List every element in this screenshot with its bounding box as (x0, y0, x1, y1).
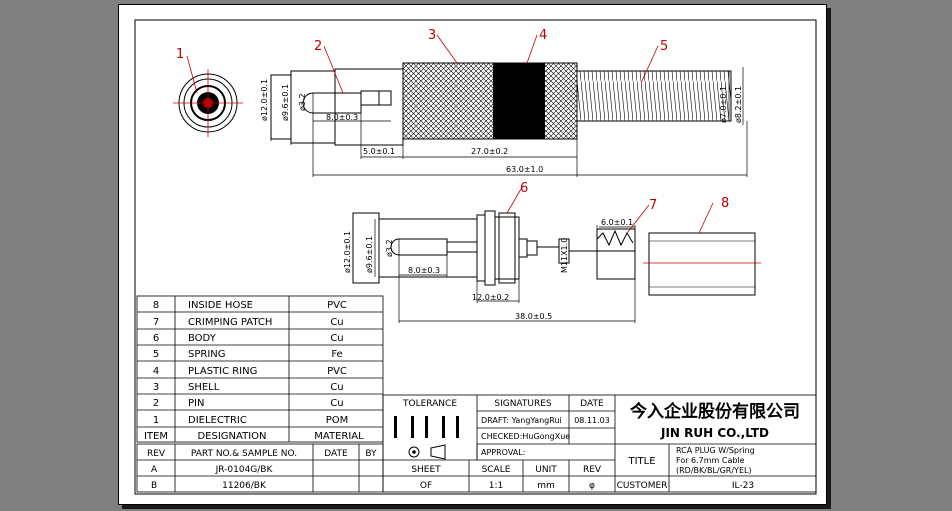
company-name-english: JIN RUH CO.,LTD (660, 426, 769, 440)
bom-name: BODY (188, 333, 217, 344)
rev-label: REV (583, 465, 602, 475)
checked-signature: CHECKED:HuGongXue (481, 432, 570, 441)
sheet-value: OF (420, 481, 432, 491)
bom-header-material: MATERIAL (314, 431, 364, 442)
dim-12mm: 12.0±0.2 (472, 293, 509, 302)
bom-material: Fe (331, 349, 342, 360)
top-dimensions (270, 67, 748, 177)
dim-27mm: 27.0±0.2 (471, 147, 508, 156)
callout-8: 8 (721, 196, 729, 211)
bom-item: 8 (153, 300, 159, 311)
bom-material: Cu (330, 382, 343, 393)
bom-material: PVC (327, 300, 347, 311)
bom-material: Cu (330, 317, 343, 328)
rev-row-rev: B (151, 481, 157, 491)
callout-leaders (186, 34, 714, 234)
plug-side-view (270, 62, 732, 146)
bom-header-item: ITEM (144, 431, 168, 442)
bom-name: PIN (188, 398, 204, 409)
rev-header-rev: REV (147, 449, 166, 459)
callout-6: 6 (520, 181, 528, 196)
technical-drawing: ø12.0±0.1 ø9.6±0.1 ø3.2 8.0±0.3 5.0±0.1 … (134, 19, 817, 495)
rev-row-rev: A (151, 465, 158, 475)
customer-value: IL-23 (732, 481, 754, 491)
dim-spring-outer: ø8.2±0.1 (734, 86, 743, 123)
rev-header-date: DATE (324, 449, 348, 459)
dim-body-outer: ø12.0±0.1 (343, 231, 352, 273)
bom-name: INSIDE HOSE (188, 300, 253, 311)
dim-pin-length: 8.0±0.3 (326, 113, 358, 122)
rev-header-by: BY (365, 449, 377, 459)
bom-item: 7 (153, 317, 159, 328)
company-name-chinese: 今入企业股份有限公司 (630, 401, 800, 422)
title-block-grid (382, 394, 817, 493)
callout-3: 3 (428, 28, 436, 43)
bom-name: CRIMPING PATCH (188, 317, 272, 328)
dim-63mm: 63.0±1.0 (506, 165, 543, 174)
dim-outer-diameter: ø12.0±0.1 (260, 79, 269, 121)
bom-item: 1 (153, 415, 159, 426)
bom-material: PVC (327, 366, 347, 377)
middle-dimensions (352, 213, 636, 323)
callout-4: 4 (539, 28, 547, 43)
dim-body-pin: ø3.2 (385, 239, 394, 257)
bom-material: Cu (330, 398, 343, 409)
dim-inner-diameter: ø9.6±0.1 (281, 84, 290, 121)
projection-symbol (408, 444, 446, 460)
callout-5: 5 (660, 39, 668, 54)
body-side-view (352, 210, 635, 286)
scale-value: 1:1 (489, 481, 503, 491)
bom-table (136, 295, 384, 443)
dim-38mm: 38.0±0.5 (515, 312, 552, 321)
signatures-label: SIGNATURES (494, 399, 552, 409)
dim-thread: M11X1.0 (560, 238, 569, 273)
inner-border (134, 19, 817, 495)
dim-spring-inner: ø7.0±0.1 (719, 86, 728, 123)
title-label: TITLE (627, 456, 655, 467)
rev-row-part: JR-0104G/BK (215, 465, 274, 475)
bom-name: SHELL (188, 382, 220, 393)
unit-value: mm (537, 481, 555, 491)
title-line-3: (RD/BK/BL/GR/YEL) (676, 466, 752, 475)
dim-5mm: 5.0±0.1 (363, 147, 395, 156)
inside-hose (643, 232, 761, 296)
rev-value: φ (589, 481, 595, 491)
callout-7: 7 (649, 198, 657, 213)
bom-item: 3 (153, 382, 159, 393)
sheet-label: SHEET (411, 465, 441, 475)
tolerance-label: TOLERANCE (402, 399, 457, 409)
dim-pin-diameter: ø3.2 (298, 93, 307, 111)
title-line-1: RCA PLUG W/Spring (676, 446, 755, 455)
bom-material: POM (326, 415, 349, 426)
bom-item: 2 (153, 398, 159, 409)
bom-material: Cu (330, 333, 343, 344)
draft-signature: DRAFT: YangYangRui (481, 416, 562, 425)
drawing-sheet: ø12.0±0.1 ø9.6±0.1 ø3.2 8.0±0.3 5.0±0.1 … (118, 4, 827, 505)
bom-header-name: DESIGNATION (197, 431, 266, 442)
dim-body-pin-length: 8.0±0.3 (408, 266, 440, 275)
customer-label: CUSTOMER (617, 481, 668, 491)
rev-header-part: PART NO.& SAMPLE NO. (191, 449, 297, 459)
bom-name: SPRING (188, 349, 226, 360)
scale-label: SCALE (482, 465, 511, 475)
dim-6mm: 6.0±0.1 (601, 218, 633, 227)
approval-signature: APPROVAL: (481, 448, 525, 457)
tolerance-block (394, 416, 459, 438)
bom-name: PLASTIC RING (188, 366, 257, 377)
unit-label: UNIT (535, 465, 557, 475)
date-label: DATE (580, 399, 604, 409)
bom-item: 6 (153, 333, 159, 344)
title-line-2: For 6.7mm Cable (676, 456, 745, 465)
rev-row-part: 11206/BK (222, 481, 267, 491)
draft-date: 08.11.03 (574, 416, 610, 425)
dim-body-inner: ø9.6±0.1 (365, 236, 374, 273)
front-view (173, 69, 243, 137)
crimp-patch (596, 228, 636, 280)
callout-1: 1 (176, 47, 184, 62)
bom-name: DIELECTRIC (188, 415, 247, 426)
bom-item: 5 (153, 349, 159, 360)
callout-2: 2 (314, 39, 322, 54)
bom-item: 4 (153, 366, 159, 377)
